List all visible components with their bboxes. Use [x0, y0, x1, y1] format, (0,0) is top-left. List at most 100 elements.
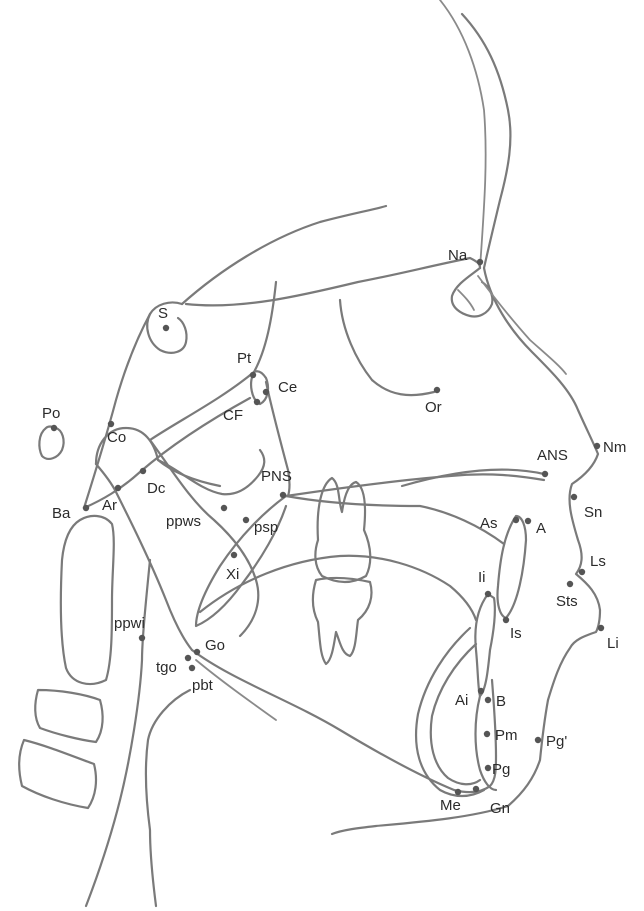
landmark-label-sts: Sts	[556, 593, 578, 610]
landmark-xi: Xi	[226, 552, 239, 583]
landmark-label-sn: Sn	[584, 504, 602, 521]
landmark-sts: Sts	[556, 581, 578, 610]
vertebra-c3	[35, 690, 102, 742]
landmark-ppws: ppws	[166, 505, 227, 530]
landmark-as: As	[480, 515, 519, 532]
landmark-label-pgs: Pg'	[546, 733, 567, 750]
anterior-cranial-base	[182, 206, 386, 304]
orbit-inner-line	[458, 290, 474, 310]
landmark-point-ii	[485, 591, 491, 597]
landmark-label-cf: CF	[223, 407, 243, 424]
orbit-floor	[340, 300, 434, 395]
mandibular-canal	[200, 556, 476, 620]
soft-tissue-outline	[332, 14, 600, 834]
landmark-label-as: As	[480, 515, 498, 532]
landmark-label-me: Me	[440, 797, 461, 814]
landmark-ar: Ar	[102, 485, 121, 514]
molar-teeth	[313, 478, 372, 664]
landmark-point-ans	[542, 471, 548, 477]
landmark-point-gn	[473, 786, 479, 792]
porion-ear-rod	[39, 427, 63, 459]
landmark-point-ls	[579, 569, 585, 575]
landmark-label-dc: Dc	[147, 480, 166, 497]
incisors	[475, 516, 526, 790]
landmark-point-dc	[140, 468, 146, 474]
landmark-pbt: pbt	[189, 665, 214, 694]
landmark-label-ans: ANS	[537, 447, 568, 464]
pterygomaxillary-fissure	[150, 282, 290, 496]
landmark-na: Na	[448, 247, 483, 265]
landmark-point-psp	[243, 517, 249, 523]
landmark-point-xi	[231, 552, 237, 558]
landmark-label-ppws: ppws	[166, 513, 201, 530]
landmark-point-ppws	[221, 505, 227, 511]
landmark-dc: Dc	[140, 468, 166, 497]
landmark-label-a: A	[536, 520, 546, 537]
landmark-label-po: Po	[42, 405, 60, 422]
landmark-ii: Ii	[478, 569, 491, 597]
landmark-co: Co	[107, 421, 126, 446]
pharyngeal-wall-inner	[146, 690, 190, 906]
landmark-point-nm	[594, 443, 600, 449]
landmark-label-is: Is	[510, 625, 522, 642]
landmark-point-as	[513, 517, 519, 523]
landmark-point-a	[525, 518, 531, 524]
landmark-sn: Sn	[571, 494, 603, 521]
landmark-psp: psp	[243, 517, 278, 536]
landmark-pgs: Pg'	[535, 733, 568, 750]
landmark-point-or	[434, 387, 440, 393]
landmark-point-ce	[263, 389, 269, 395]
landmark-point-pg	[485, 765, 491, 771]
symphysis-outer	[416, 628, 484, 796]
landmark-label-pm: Pm	[495, 727, 518, 744]
landmark-label-gn: Gn	[490, 800, 510, 817]
landmark-label-na: Na	[448, 247, 468, 264]
landmark-label-ls: Ls	[590, 553, 606, 570]
landmark-s: S	[158, 305, 169, 331]
landmark-pm: Pm	[484, 727, 518, 744]
landmark-ls: Ls	[579, 553, 606, 575]
landmark-b: B	[485, 693, 506, 710]
landmark-point-tgo	[185, 655, 191, 661]
landmark-point-ai	[478, 688, 484, 694]
landmark-point-na	[477, 259, 483, 265]
landmark-point-po	[51, 425, 57, 431]
landmark-label-b: B	[496, 693, 506, 710]
landmark-pg: Pg	[485, 761, 511, 778]
landmark-label-li: Li	[607, 635, 619, 652]
landmark-layer: NaSPtCeCFOrPoCoNmANSSnPNSDcArBappwspspAs…	[42, 247, 626, 817]
landmark-point-pns	[280, 492, 286, 498]
orbital-roof-line	[186, 258, 480, 305]
landmark-ba: Ba	[52, 505, 89, 522]
landmark-point-b	[485, 697, 491, 703]
landmark-label-co: Co	[107, 429, 126, 446]
landmark-label-pbt: pbt	[192, 677, 214, 694]
landmark-label-s: S	[158, 305, 168, 322]
landmark-label-or: Or	[425, 399, 442, 416]
upper-incisor	[497, 516, 526, 618]
clivus	[84, 314, 150, 508]
landmark-label-xi: Xi	[226, 566, 239, 583]
landmark-point-sts	[567, 581, 573, 587]
landmark-point-pt	[250, 372, 256, 378]
landmark-label-ce: Ce	[278, 379, 297, 396]
landmark-label-ar: Ar	[102, 497, 117, 514]
landmark-point-ba	[83, 505, 89, 511]
landmark-label-go: Go	[205, 637, 225, 654]
landmark-label-ii: Ii	[478, 569, 486, 586]
landmark-point-co	[108, 421, 114, 427]
landmark-point-me	[455, 789, 461, 795]
ear-condyle-region	[39, 398, 264, 650]
landmark-label-ba: Ba	[52, 505, 71, 522]
landmark-point-go	[194, 649, 200, 655]
landmark-tgo: tgo	[156, 655, 191, 676]
landmark-li: Li	[598, 625, 619, 652]
landmark-ppwi: ppwi	[114, 615, 145, 641]
landmark-point-pbt	[189, 665, 195, 671]
landmark-label-ai: Ai	[455, 692, 468, 709]
landmark-point-li	[598, 625, 604, 631]
landmark-label-pns: PNS	[261, 468, 292, 485]
landmark-label-pg: Pg	[492, 761, 510, 778]
